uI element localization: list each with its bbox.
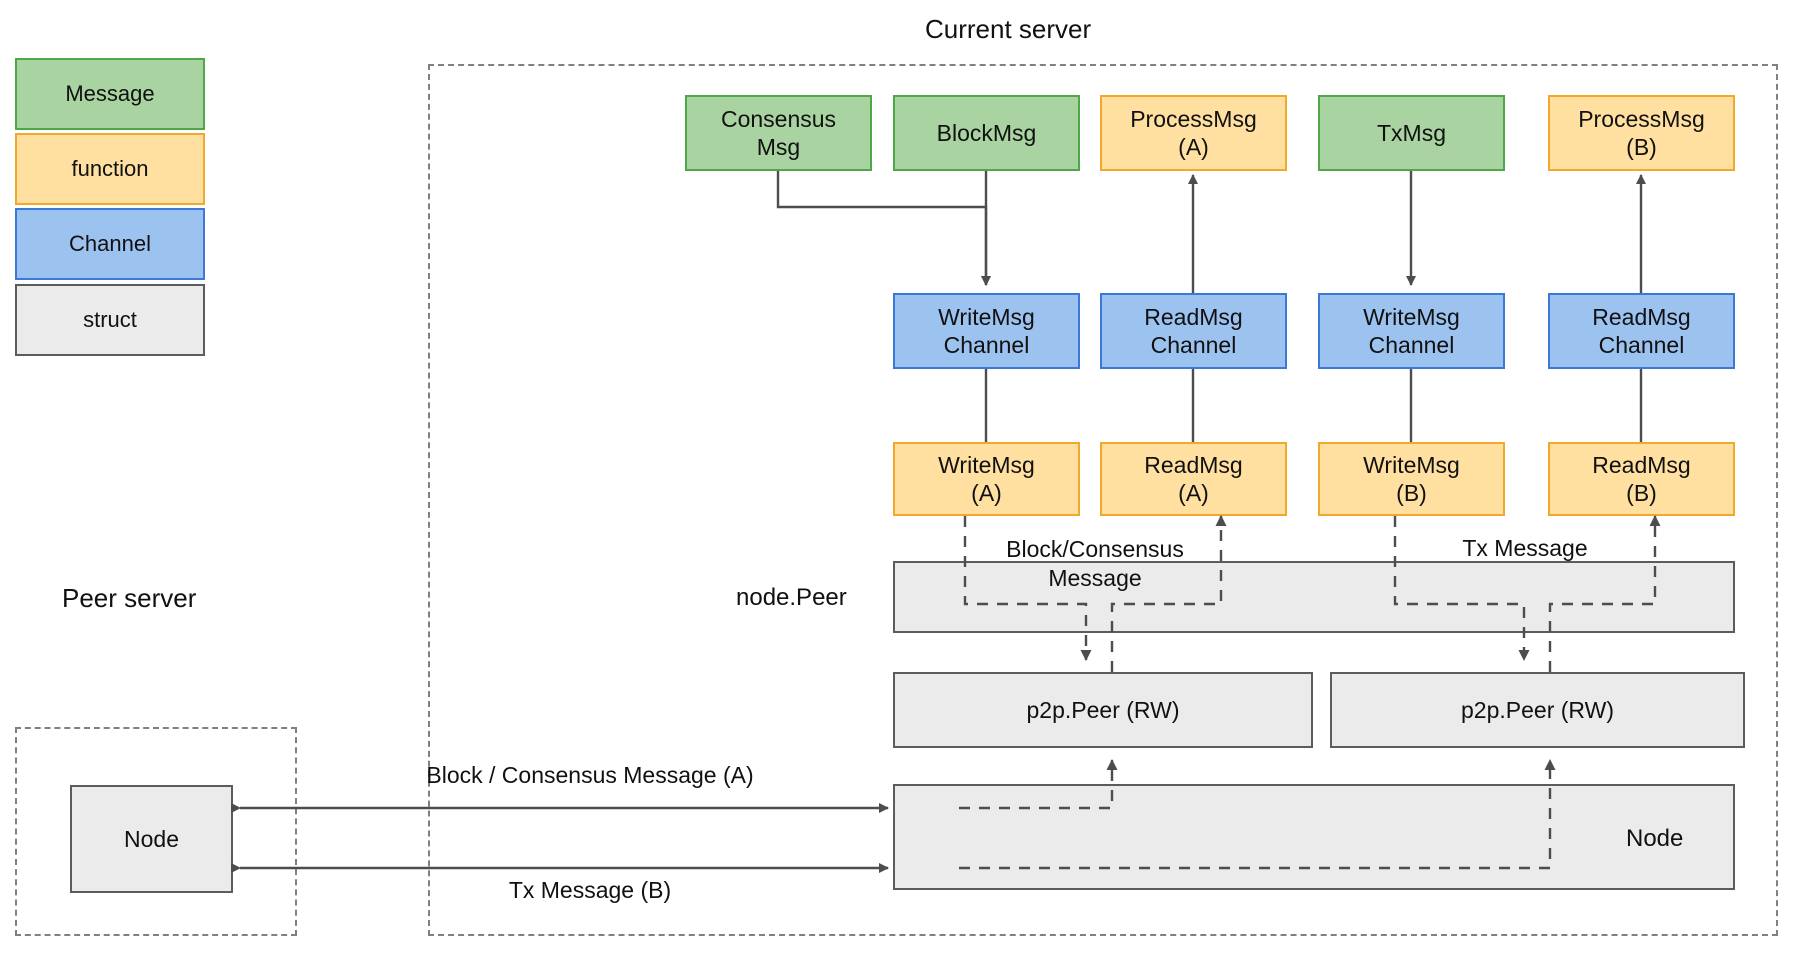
struct-node-current-label: Node	[1626, 825, 1684, 852]
peer-server-region	[15, 727, 297, 936]
current-server-region	[428, 64, 1778, 936]
node-writemsg-a-label: WriteMsg(A)	[938, 451, 1035, 506]
edge-label-tx-message-text: Tx Message	[1462, 535, 1588, 561]
struct-node-peer-label: node.Peer	[736, 584, 847, 611]
node-process-msg-a[interactable]: ProcessMsg(A)	[1100, 95, 1287, 171]
struct-node-peer-server[interactable]: Node	[70, 785, 233, 893]
node-process-msg-b-label: ProcessMsg(B)	[1578, 105, 1705, 160]
legend-item-channel: Channel	[15, 208, 205, 280]
node-writemsg-a[interactable]: WriteMsg(A)	[893, 442, 1080, 516]
struct-p2p-peer-right[interactable]: p2p.Peer (RW)	[1330, 672, 1745, 748]
legend-item-message: Message	[15, 58, 205, 130]
edge-label-block-consensus-a: Block / Consensus Message (A)	[426, 762, 754, 788]
node-readmsg-a-label: ReadMsg(A)	[1144, 451, 1243, 506]
legend-label-function: function	[71, 155, 149, 181]
node-process-msg-b[interactable]: ProcessMsg(B)	[1548, 95, 1735, 171]
node-block-msg-label: BlockMsg	[936, 119, 1037, 146]
node-readmsg-b[interactable]: ReadMsg(B)	[1548, 442, 1735, 516]
node-block-msg[interactable]: BlockMsg	[893, 95, 1080, 171]
node-tx-msg[interactable]: TxMsg	[1318, 95, 1505, 171]
legend-item-struct: struct	[15, 284, 205, 356]
edge-label-tx-message-b: Tx Message (B)	[508, 877, 672, 903]
struct-p2p-peer-left-label: p2p.Peer (RW)	[1026, 696, 1180, 723]
struct-node-peer-server-label: Node	[124, 825, 179, 852]
struct-p2p-peer-right-label: p2p.Peer (RW)	[1461, 696, 1614, 723]
legend-label-channel: Channel	[69, 230, 151, 256]
struct-p2p-peer-left[interactable]: p2p.Peer (RW)	[893, 672, 1313, 748]
node-tx-msg-label: TxMsg	[1377, 119, 1446, 146]
current-server-title: Current server	[925, 14, 1092, 44]
legend-label-message: Message	[65, 80, 155, 106]
legend-item-function: function	[15, 133, 205, 205]
node-writemsg-b-label: WriteMsg(B)	[1363, 451, 1460, 506]
node-writemsg-b[interactable]: WriteMsg(B)	[1318, 442, 1505, 516]
legend-label-struct: struct	[83, 306, 137, 332]
struct-node-current[interactable]	[893, 784, 1735, 890]
node-process-msg-a-label: ProcessMsg(A)	[1130, 105, 1257, 160]
node-readmsg-b-label: ReadMsg(B)	[1592, 451, 1691, 506]
edge-label-block-consensus-message: Block/Consensus Message	[1006, 536, 1184, 591]
peer-server-title: Peer server	[62, 583, 197, 613]
node-readmsg-a[interactable]: ReadMsg(A)	[1100, 442, 1287, 516]
